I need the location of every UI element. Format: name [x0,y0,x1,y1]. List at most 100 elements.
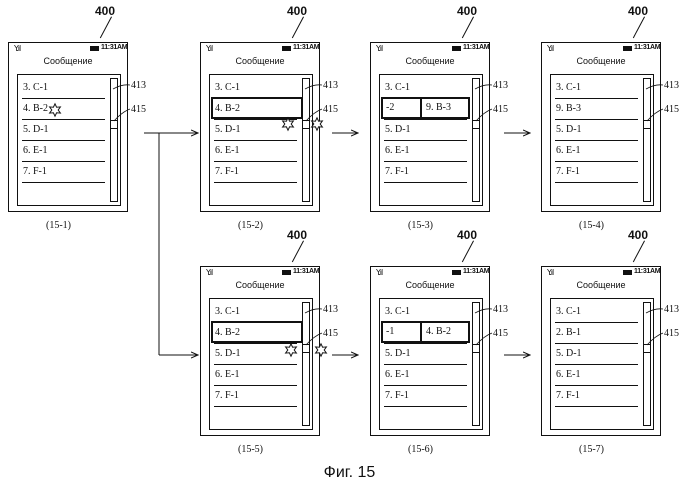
list-item-label: 3. C-1 [555,82,581,93]
callout-413: 413 [664,304,679,315]
scroll-thumb[interactable] [110,120,118,129]
scroll-thumb[interactable] [302,344,310,353]
split-preview: -14. B-2 [381,321,470,343]
scroll-track[interactable] [472,302,480,426]
touch-star-icon [317,124,318,125]
status-bar: Y.ıl11:31AM [9,44,127,54]
scroll-thumb[interactable] [472,344,480,353]
message-list: 3. C-1 2. B-1 5. D-16. E-1 7. F-1 [550,298,654,430]
panel-caption: (15-7) [579,444,604,455]
signal-icon: Y.ıl [547,44,553,53]
list-item-label: 6. E-1 [555,145,580,156]
callout-415: 415 [493,328,508,339]
split-preview: -29. B-3 [381,97,470,119]
scroll-thumb[interactable] [472,120,480,129]
list-item[interactable]: 7. F-1 [555,162,638,183]
list-item[interactable]: 9. B-3 [555,99,638,120]
callout-415: 415 [323,328,338,339]
callout-leaders [200,262,201,263]
phone-panel: 400Y.ıl11:31AMСообщение3. C-15. D-16. E-… [370,38,490,212]
scroll-track[interactable] [472,78,480,202]
selected-item-box [211,321,303,343]
list-item[interactable]: 5. D-1 [555,120,638,141]
list-item-label: 7. F-1 [384,390,409,401]
list-item-label: 5. D-1 [384,348,411,359]
scroll-track[interactable] [110,78,118,202]
split-right-text: 4. B-2 [426,323,451,341]
list-item-label: 4. B-2 [22,103,48,114]
list-item[interactable]: 5. D-1 [384,344,467,365]
phone-device: Y.ıl11:31AM Сообщение 3. C-1 4. B-2 5. D-1 6.… [8,42,128,212]
touch-star-icon [55,110,56,111]
list-item[interactable]: 7. F-1 [384,386,467,407]
signal-icon: Y.ıl [376,44,382,53]
message-list: 3. C-14. B-25. D-16. E-17. F-1 [209,74,313,206]
list-item[interactable]: 6. E-1 [384,141,467,162]
list-item[interactable]: 7. F-1 [22,162,105,183]
list-item[interactable]: 7. F-1 [214,162,297,183]
scroll-thumb[interactable] [643,344,651,353]
scroll-track[interactable] [643,302,651,426]
list-item[interactable]: 3. C-1 [384,78,467,99]
list-item-label: 3. C-1 [214,82,240,93]
list-item-label: 7. F-1 [555,390,580,401]
phone-panel: 400Y.ıl11:31AMСообщение3. C-14. B-25. D-… [200,38,320,212]
ref-label-400: 400 [287,228,307,242]
split-divider [420,323,422,341]
list-item-label: 7. F-1 [214,166,239,177]
list-item[interactable]: 6. E-1 [555,365,638,386]
message-list: 3. C-1 4. B-2 5. D-1 6. E-1 7. F-1 [17,74,121,206]
list-item[interactable]: 5. D-1 [555,344,638,365]
touch-star-icon [291,350,292,351]
clock-text: 11:31AM [463,44,489,51]
scroll-track[interactable] [302,302,310,426]
list-item[interactable]: 5. D-1 [22,120,105,141]
list-item-label: 5. D-1 [22,124,49,135]
list-item[interactable]: 6. E-1 [384,365,467,386]
list-item[interactable]: 7. F-1 [384,162,467,183]
status-bar: Y.ıl11:31AM [371,268,489,278]
list-item[interactable]: 3. C-1 [384,302,467,323]
list-item[interactable]: 7. F-1 [555,386,638,407]
list-item[interactable]: 3. C-1 [555,302,638,323]
scroll-thumb[interactable] [643,120,651,129]
battery-icon [452,270,461,275]
phone-panel: 400Y.ıl11:31AMСообщение3. C-14. B-25. D-… [200,262,320,436]
list-item[interactable]: 5. D-1 [214,344,297,365]
list-item[interactable]: 4. B-2 [22,99,105,120]
scroll-track[interactable] [643,78,651,202]
list-item[interactable]: 3. C-1 [22,78,105,99]
phone-panel: 400Y.ıl11:31AMСообщение3. C-14. B-25. D-… [8,38,128,212]
battery-icon [282,270,291,275]
list-item[interactable]: 5. D-1 [384,120,467,141]
list-item[interactable]: 3. C-1 [555,78,638,99]
list-item[interactable]: 2. B-1 [555,323,638,344]
list-item[interactable]: 3. C-1 [214,302,297,323]
list-item[interactable]: 6. E-1 [555,141,638,162]
list-item-label: 3. C-1 [384,306,410,317]
list-item[interactable]: 7. F-1 [214,386,297,407]
phone-panel: 400Y.ıl11:31AMСообщение3. C-12. B-15. D-… [541,262,661,436]
screen-title: Сообщение [201,56,319,66]
clock-text: 11:31AM [293,268,319,275]
phone-device: Y.ıl11:31AMСообщение3. C-12. B-15. D-16.… [541,266,661,436]
list-item[interactable]: 6. E-1 [22,141,105,162]
scroll-track[interactable] [302,78,310,202]
list-item-label: 3. C-1 [384,82,410,93]
list-item[interactable]: 3. C-1 [214,78,297,99]
list-item-label: 6. E-1 [22,145,47,156]
clock-text: 11:31AM [634,44,660,51]
list-item-label: 2. B-1 [555,327,581,338]
split-left-text: -2 [386,99,394,117]
callout-413: 413 [493,304,508,315]
callout-415: 415 [131,104,146,115]
list-item[interactable]: 6. E-1 [214,141,297,162]
scroll-thumb[interactable] [302,120,310,129]
screen-title: Сообщение [371,56,489,66]
signal-icon: Y.ıl [206,44,212,53]
message-list: 3. C-1 9. B-35. D-1 6. E-1 7. F-1 [550,74,654,206]
list-item[interactable]: 6. E-1 [214,365,297,386]
ref-label-400: 400 [95,4,115,18]
callout-415: 415 [493,104,508,115]
screen-title: Сообщение [9,56,127,66]
